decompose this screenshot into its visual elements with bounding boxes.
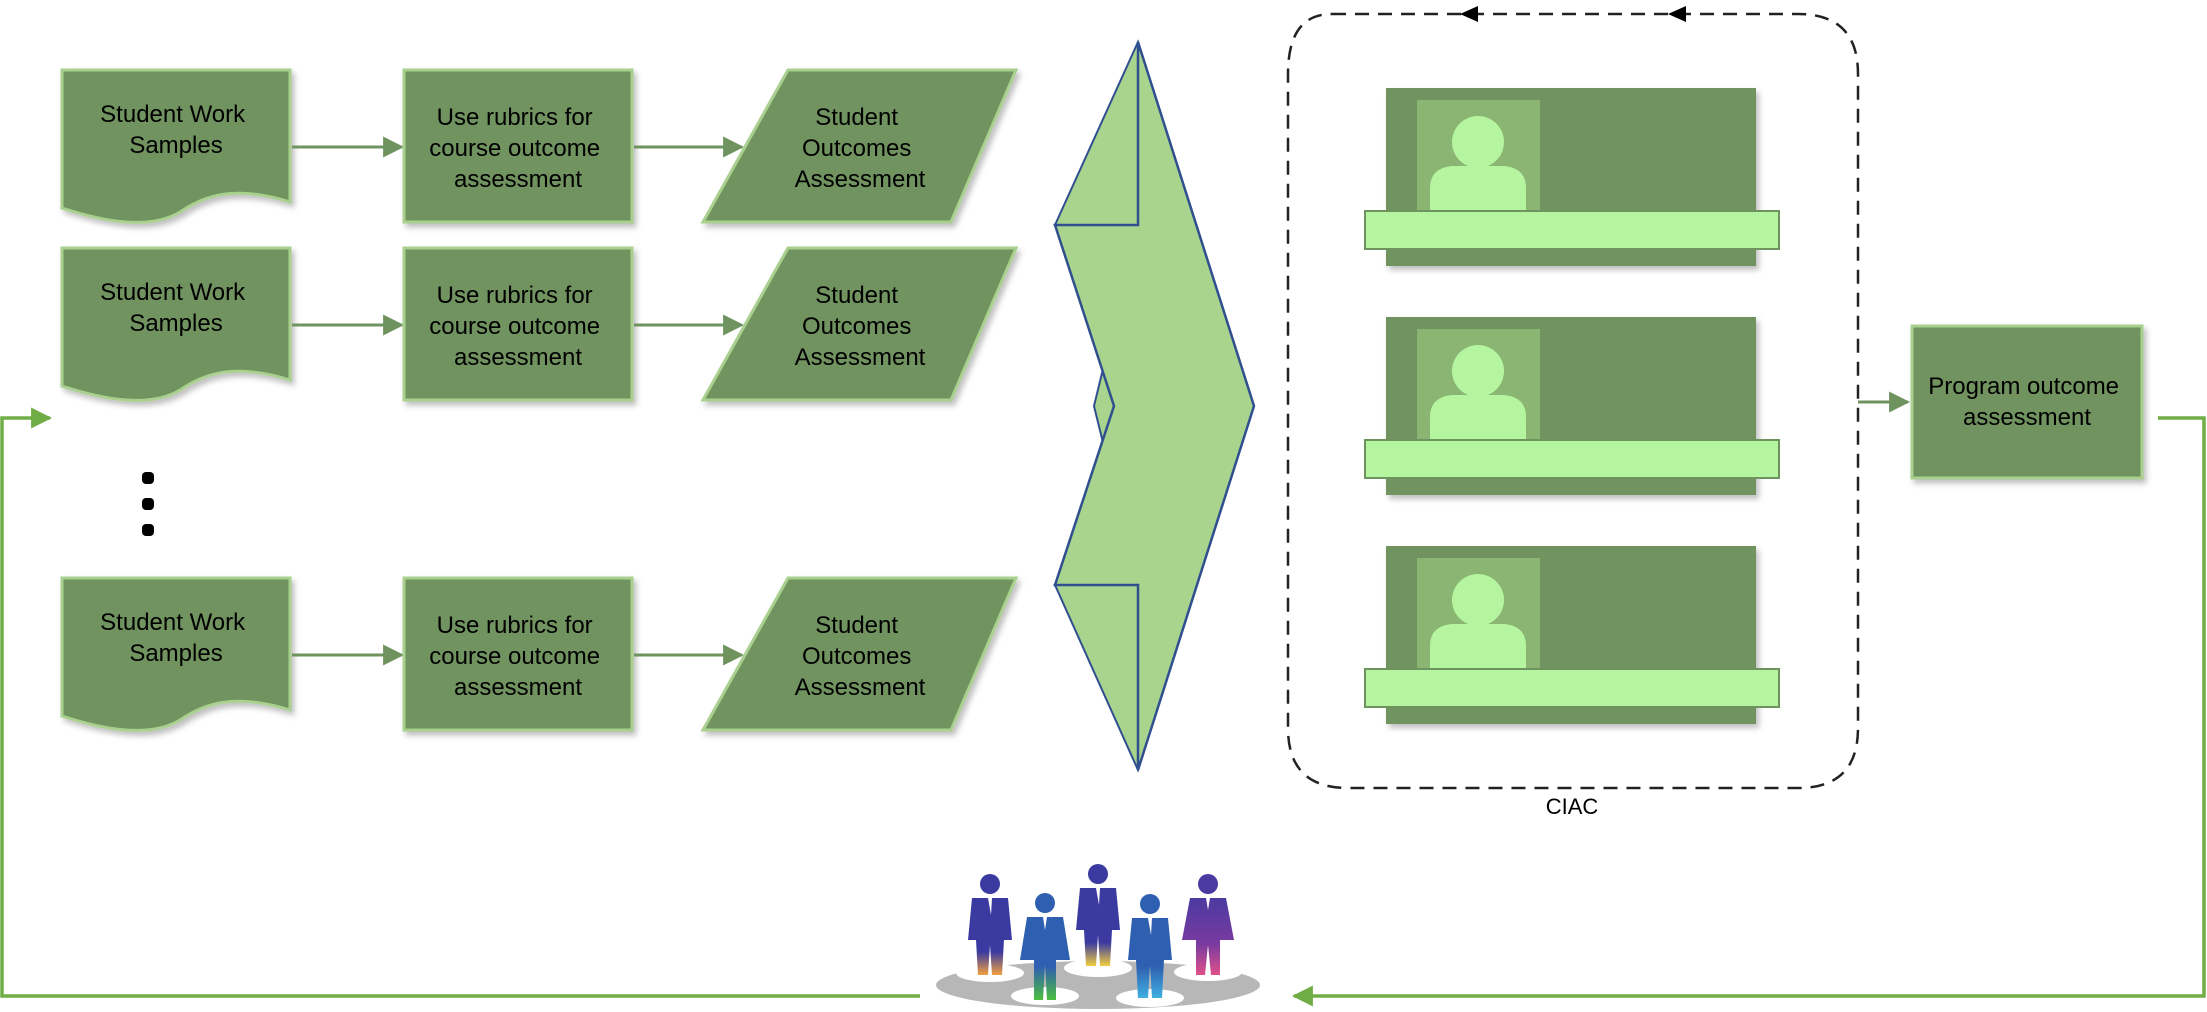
program-outcome-label: Program outcome assessment	[1928, 373, 2125, 431]
student-work-document-1	[60, 68, 292, 224]
cycle-arrow-right-icon	[1460, 6, 1478, 22]
rubrics-process-box-3	[402, 576, 634, 732]
program-outcome-box	[1910, 324, 2144, 480]
row-3: Student Work Samples Use rubrics for cou…	[60, 576, 1019, 732]
feedback-loop-line	[0, 407, 920, 998]
person-avatar-icon	[1430, 116, 1526, 212]
person-figure	[1020, 893, 1070, 1000]
rubrics-process-label-3: Use rubrics for course outcome assessmen…	[429, 612, 606, 701]
committee-member-1	[1364, 88, 1780, 266]
person-figure	[968, 874, 1012, 975]
rubrics-process-label-2: Use rubrics for course outcome assessmen…	[429, 282, 606, 371]
student-work-label-1: Student Work Samples	[100, 101, 252, 159]
committee-member-2	[1364, 317, 1780, 495]
aggregate-chevron-arrow-shape	[1053, 41, 1256, 771]
person-figure	[1128, 894, 1172, 998]
rubrics-process-box-2	[402, 246, 634, 402]
row-1: Student Work Samples Use rubrics for cou…	[60, 68, 1019, 224]
member-desk-bar	[1364, 439, 1780, 479]
cycle-arrow-left-icon	[1668, 6, 1686, 22]
outcomes-assessment-label-1: Student Outcomes Assessment	[795, 104, 926, 193]
outcomes-assessment-data-2	[700, 246, 1019, 402]
member-desk-bar	[1364, 668, 1780, 708]
feedback-loop-line	[1291, 416, 2206, 1007]
student-work-label-3: Student Work Samples	[100, 609, 252, 667]
ellipsis-icon	[142, 472, 154, 536]
people-group-icon	[936, 864, 1260, 1009]
ciac-committee-group: CIAC	[1286, 6, 1860, 819]
outcomes-assessment-data-1	[700, 68, 1019, 224]
student-work-label-2: Student Work Samples	[100, 279, 252, 337]
outcomes-assessment-data-3	[700, 576, 1019, 732]
rubrics-process-label-1: Use rubrics for course outcome assessmen…	[429, 104, 606, 193]
ciac-label: CIAC	[1546, 794, 1599, 819]
student-work-document-3	[60, 576, 292, 732]
person-avatar-icon	[1430, 574, 1526, 670]
outcomes-assessment-label-3: Student Outcomes Assessment	[795, 612, 926, 701]
rubrics-process-box-1	[402, 68, 634, 224]
person-avatar-icon	[1430, 345, 1526, 441]
student-work-document-2	[60, 246, 292, 402]
row-2: Student Work Samples Use rubrics for cou…	[60, 246, 1019, 402]
ciac-dashed-boundary	[1286, 12, 1860, 790]
person-figure	[1076, 864, 1120, 966]
committee-member-3	[1364, 546, 1780, 724]
member-desk-bar	[1364, 210, 1780, 250]
person-figure	[1182, 874, 1234, 975]
outcomes-assessment-label-2: Student Outcomes Assessment	[795, 282, 926, 371]
